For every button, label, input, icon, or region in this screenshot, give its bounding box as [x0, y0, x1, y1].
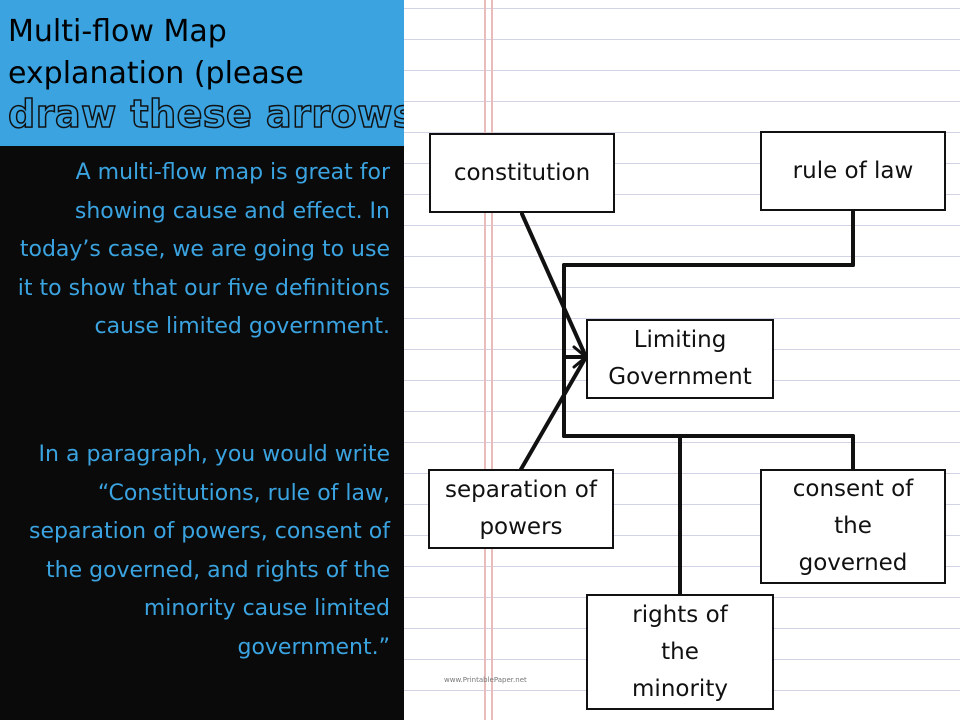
title-line-3: draw these arrows)	[7, 91, 428, 137]
paper-rule-line	[404, 70, 960, 71]
paper-rule-line	[404, 101, 960, 102]
paper-rule-line	[404, 163, 960, 164]
paper-watermark: www.PrintablePaper.net	[444, 676, 527, 684]
paper-margin-line	[484, 0, 486, 720]
node-limiting-government: Limiting Government	[586, 319, 774, 399]
title-emphasis: draw these arrows	[7, 91, 416, 137]
paper-rule-line	[404, 8, 960, 9]
paper-rule-line	[404, 411, 960, 412]
title-box: Multi-flow Map explanation (please draw …	[0, 0, 428, 146]
node-consent-of-the-governed: consent of the governed	[760, 469, 946, 584]
paper-rule-line	[404, 318, 960, 319]
node-separation-of-powers: separation of powers	[428, 469, 614, 549]
arrow-separation-of-powers	[518, 355, 588, 473]
paper-rule-line	[404, 39, 960, 40]
paper-margin-line	[491, 0, 493, 720]
paper-rule-line	[404, 225, 960, 226]
node-rights-of-the-minority: rights of the minority	[586, 594, 774, 710]
paper-rule-line	[404, 132, 960, 133]
paper-rule-line	[404, 194, 960, 195]
explanation-paragraph-2: In a paragraph, you would write “Constit…	[28, 442, 390, 660]
node-constitution: constitution	[429, 133, 615, 213]
arrow-constitution	[520, 212, 588, 359]
title-line-1: Multi-flow Map	[8, 14, 227, 49]
paper-rule-line	[404, 287, 960, 288]
explanation-paragraph-1: A multi-flow map is great for showing ca…	[17, 160, 390, 339]
title-line-2: explanation (please	[8, 56, 304, 91]
left-panel: Multi-flow Map explanation (please draw …	[0, 0, 428, 720]
paper-rule-line	[404, 256, 960, 257]
node-rule-of-law: rule of law	[760, 131, 946, 211]
